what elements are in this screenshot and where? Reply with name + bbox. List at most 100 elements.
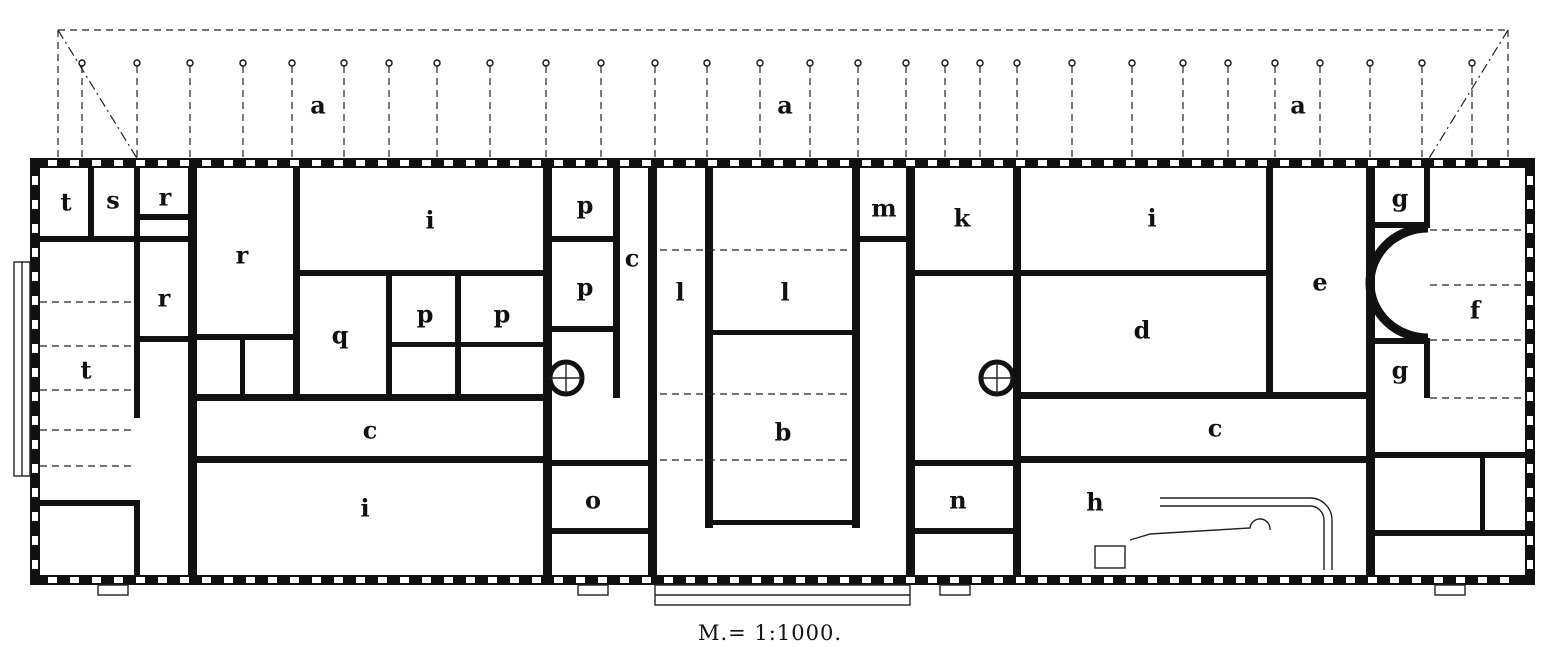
window-gap bbox=[1016, 160, 1025, 166]
window-openings bbox=[32, 160, 1533, 583]
window-gap bbox=[1456, 577, 1465, 583]
column-marker bbox=[1271, 59, 1279, 67]
window-gap bbox=[1324, 577, 1333, 583]
window-gap bbox=[972, 577, 981, 583]
room-label-f1: f bbox=[1470, 296, 1482, 325]
window-gap bbox=[1236, 577, 1245, 583]
window-gap bbox=[32, 224, 38, 233]
window-gap bbox=[466, 160, 475, 166]
column-marker bbox=[806, 59, 814, 67]
spiral-stairs bbox=[547, 359, 1016, 397]
window-gap bbox=[1082, 160, 1091, 166]
window-gap bbox=[1368, 577, 1377, 583]
column-marker bbox=[1179, 59, 1187, 67]
window-gap bbox=[884, 577, 893, 583]
window-gap bbox=[774, 577, 783, 583]
room-label-a2: a bbox=[777, 91, 793, 120]
canopy-outline bbox=[57, 29, 1509, 161]
window-gap bbox=[180, 160, 189, 166]
window-gap bbox=[1478, 160, 1487, 166]
window-gap bbox=[1258, 160, 1267, 166]
room-label-d1: d bbox=[1134, 316, 1151, 345]
window-gap bbox=[1302, 160, 1311, 166]
room-label-t1: t bbox=[60, 188, 71, 217]
room-label-s1: s bbox=[106, 186, 120, 215]
ramp bbox=[1094, 497, 1333, 570]
window-gap bbox=[1126, 577, 1135, 583]
room-label-r2: r bbox=[236, 241, 249, 270]
window-gap bbox=[642, 577, 651, 583]
window-gap bbox=[32, 392, 38, 401]
window-gap bbox=[1527, 440, 1533, 449]
window-gap bbox=[532, 577, 541, 583]
window-gap bbox=[928, 577, 937, 583]
window-gap bbox=[202, 160, 211, 166]
window-gap bbox=[1346, 577, 1355, 583]
window-gap bbox=[290, 160, 299, 166]
window-gap bbox=[862, 577, 871, 583]
room-subdivisions bbox=[40, 229, 1525, 467]
column-marker bbox=[902, 59, 910, 67]
window-gap bbox=[598, 577, 607, 583]
room-label-p3: p bbox=[417, 300, 434, 329]
column-marker bbox=[1316, 59, 1324, 67]
column-marker bbox=[385, 59, 393, 67]
window-gap bbox=[1527, 392, 1533, 401]
window-gap bbox=[136, 577, 145, 583]
column-marker bbox=[340, 59, 348, 67]
window-gap bbox=[1258, 577, 1267, 583]
window-gap bbox=[378, 577, 387, 583]
window-gap bbox=[1016, 577, 1025, 583]
room-label-m1: m bbox=[871, 194, 896, 223]
window-gap bbox=[312, 160, 321, 166]
window-gap bbox=[928, 160, 937, 166]
window-gap bbox=[730, 577, 739, 583]
window-gap bbox=[730, 160, 739, 166]
window-gap bbox=[1390, 577, 1399, 583]
window-gap bbox=[1192, 160, 1201, 166]
window-gap bbox=[1104, 577, 1113, 583]
window-gap bbox=[796, 577, 805, 583]
apse-wall bbox=[1365, 223, 1429, 343]
window-gap bbox=[400, 577, 409, 583]
column-marker bbox=[703, 59, 711, 67]
window-gap bbox=[1527, 488, 1533, 497]
window-gap bbox=[862, 160, 871, 166]
window-gap bbox=[1324, 160, 1333, 166]
window-gap bbox=[268, 577, 277, 583]
window-gap bbox=[950, 160, 959, 166]
window-gap bbox=[1456, 160, 1465, 166]
window-gap bbox=[664, 160, 673, 166]
window-gap bbox=[334, 577, 343, 583]
left-gallery bbox=[13, 261, 31, 477]
window-gap bbox=[1038, 160, 1047, 166]
window-gap bbox=[686, 160, 695, 166]
window-gap bbox=[114, 577, 123, 583]
column-marker bbox=[1468, 59, 1476, 67]
window-gap bbox=[1527, 464, 1533, 473]
room-label-q1: q bbox=[332, 321, 349, 350]
window-gap bbox=[1527, 224, 1533, 233]
window-gap bbox=[444, 160, 453, 166]
column-marker bbox=[239, 59, 247, 67]
room-label-t2: t bbox=[80, 356, 91, 385]
column-marker bbox=[597, 59, 605, 67]
window-gap bbox=[32, 536, 38, 545]
room-label-k1: k bbox=[954, 204, 972, 233]
room-label-g1: g bbox=[1392, 184, 1409, 213]
window-gap bbox=[246, 160, 255, 166]
window-gap bbox=[708, 577, 717, 583]
column-marker bbox=[1128, 59, 1136, 67]
window-gap bbox=[32, 176, 38, 185]
window-gap bbox=[32, 440, 38, 449]
window-gap bbox=[1527, 296, 1533, 305]
window-gap bbox=[1412, 160, 1421, 166]
room-label-i2: i bbox=[360, 494, 369, 523]
window-gap bbox=[356, 577, 365, 583]
window-gap bbox=[32, 560, 38, 569]
window-gap bbox=[774, 160, 783, 166]
window-gap bbox=[48, 160, 57, 166]
window-gap bbox=[32, 416, 38, 425]
window-gap bbox=[554, 160, 563, 166]
